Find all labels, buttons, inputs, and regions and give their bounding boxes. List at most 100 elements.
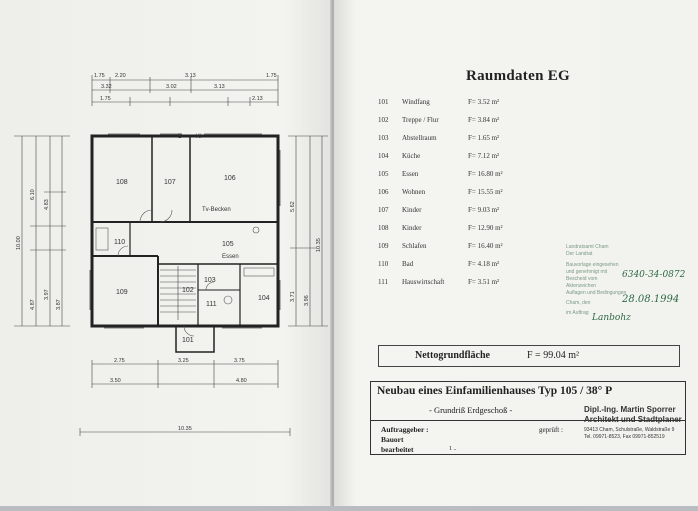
room-number: 108 [378,224,389,232]
room-name: Kinder [402,206,422,214]
room-106-label: 106 [224,175,236,182]
room-name: Hauswirtschaft [402,278,445,286]
stamp-line: Bescheid vom [566,276,598,282]
room-data-page [334,0,698,506]
dim-bottom-5: 4.80 [236,378,247,384]
room-area: F= 12.90 m² [468,224,503,232]
architect-name: Dipl.-Ing. Martin Sporrer [584,405,676,414]
room-name: Windfang [402,98,430,106]
room-area: F= 9.03 m² [468,206,500,214]
title-block: Neubau eines Einfamilienhauses Typ 105 /… [370,381,686,455]
room-name: Abstellraum [402,134,437,142]
room-108-label: 108 [116,179,128,186]
stamp-line: Bauvorlage eingesehen [566,262,619,268]
room-number: 104 [378,152,389,160]
room-area: F= 7.12 m² [468,152,500,160]
floor-plan-page: 1.75 2.20 3.13 1.75 3.32 3.02 3.13 1.75 … [0,0,334,506]
room-area: F= 16.40 m² [468,242,503,250]
stamp-line: Der Landrat [566,251,593,257]
dim-top-1: 1.75 [94,73,105,79]
room-number: 101 [378,98,389,106]
room-name: Bad [402,260,414,268]
stairs [160,266,196,320]
dim-top-7: 3.13 [214,84,225,90]
plan-notes: Tv-Becken Essen KI B [178,134,239,260]
room-103-label: 103 [204,277,216,284]
project-title: Neubau eines Einfamilienhauses Typ 105 /… [377,385,613,397]
dim-top-9: 2.13 [252,96,263,102]
room-area: F= 3.51 m² [468,278,500,286]
room-row: 106 Wohnen F= 15.55 m² [378,188,528,206]
architect-phone: Tel. 09971-8523, Fax 09971-852519 [584,434,665,440]
room-row: 101 Windfang F= 3.52 m² [378,98,528,116]
room-104-label: 104 [258,295,270,302]
room-area: F= 1.65 m² [468,134,500,142]
approval-signature: Lanbohz [592,313,631,323]
dim-right-1: 5.62 [290,201,296,212]
dim-left-5: 4.87 [30,299,36,310]
room-area: F= 3.84 m² [468,116,500,124]
dim-top-6: 3.02 [166,84,177,90]
room-109-label: 109 [116,289,128,296]
bottom-dimension-lines [79,360,291,436]
left-dimension-lines [14,135,70,327]
room-row: 108 Kinder F= 12.90 m² [378,224,528,242]
room-area: F= 16.80 m² [468,170,503,178]
editor-value: 1 .. [449,446,457,452]
room-area: F= 4.18 m² [468,260,500,268]
room-number: 102 [378,116,389,124]
editor-label: bearbeitet [381,445,414,454]
stamp-line: Auflagen und Bedingungen [566,290,627,296]
right-dimension-texts: 5.62 10.35 3.71 3.96 [290,201,322,306]
room-area: F= 3.52 m² [468,98,500,106]
room-name: Kinder [402,224,422,232]
approval-file-number: 6340-34-0872 [622,270,686,280]
dim-left-1: 10.00 [16,236,22,250]
right-dimension-lines [288,135,328,327]
stamp-line: Aktenzeichen [566,283,597,289]
left-dimension-texts: 10.00 6.10 4.83 3.97 4.87 3.87 [16,189,62,310]
net-floor-area-value: F = 99.04 m² [527,350,579,361]
client-label: Auftraggeber : [381,425,429,434]
room-110-label: 110 [114,239,125,246]
room-102-label: 102 [182,287,194,294]
title-block-divider [371,420,685,421]
room-111-label: 111 [206,301,217,308]
room-labels: 108 107 106 110 105 109 102 104 103 111 … [114,175,270,344]
drawing-subtitle: - Grundriß Erdgeschoß - [429,405,513,415]
walls [90,134,280,353]
room-number: 103 [378,134,389,142]
checked-label: geprüft : [539,426,563,434]
approval-date: 28.08.1994 [622,294,680,305]
dim-right-3: 3.71 [290,291,296,302]
room-name: Essen [402,170,419,178]
b-label: B [178,134,182,140]
room-number: 105 [378,170,389,178]
top-dimension-lines [91,75,279,106]
room-name: Wohnen [402,188,426,196]
dim-right-4: 3.96 [304,295,310,306]
stamp-line: Landratsamt Cham [566,244,609,250]
room-row: 105 Essen F= 16.80 m² [378,170,528,188]
room-row: 104 Küche F= 7.12 m² [378,152,528,170]
dim-top-8: 1.75 [100,96,111,102]
room-number: 106 [378,188,389,196]
dim-top-2: 2.20 [115,73,126,79]
room-area: F= 15.55 m² [468,188,503,196]
room-data-title: Raumdaten EG [466,68,571,84]
ki-label: KI [196,134,202,140]
room-name: Schlafen [402,242,427,250]
bottom-dimension-texts: 2.75 3.25 3.75 3.50 4.80 10.35 [110,358,247,432]
stamp-line: Cham, den [566,300,591,306]
window-marks [89,133,281,329]
room-name: Küche [402,152,421,160]
architect-address: 93413 Cham, Schulstraße, Waldstraße 9 [584,427,675,433]
dim-right-2: 10.35 [316,238,322,252]
location-label: Bauort [381,435,404,444]
